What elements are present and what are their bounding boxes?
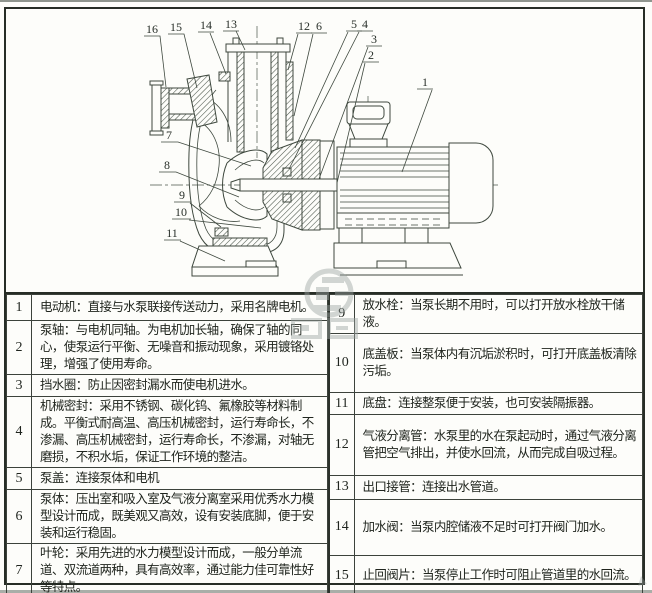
- part-description: 电动机：直接与水泵联接传送动力，采用名牌电机。: [31, 294, 328, 321]
- part-number: 12: [328, 414, 355, 477]
- part-description: 出口接管：连接出水管道。: [353, 475, 643, 500]
- callout-7: 7: [166, 128, 172, 142]
- callout-10: 10: [175, 205, 187, 219]
- callout-11: 11: [166, 226, 178, 240]
- part-description: 底盘：连接整泵便于安装，也可安装隔振器。: [353, 392, 643, 416]
- table-row: 5 泵盖：连接泵体和电机: [6, 467, 328, 490]
- part-number: 4: [6, 396, 32, 468]
- part-description: 放水栓：当泵长期不用时，可以打开放水栓放干储液。: [353, 293, 643, 335]
- parts-table-left: 1 电动机：直接与水泵联接传送动力，采用名牌电机。 2 泵轴：与电机同轴。为电机…: [6, 294, 328, 593]
- table-row: 7 叶轮：采用先进的水力模型设计而成，一般分单流道、双流道两种，具有高效率，通过…: [6, 543, 328, 593]
- table-row: 6 泵体：压出室和吸入室及气液分离室采用优秀水力模型设计而成，既美观又高效，设有…: [6, 489, 328, 544]
- motor-drawing: [333, 101, 494, 276]
- part-number: 2: [6, 320, 32, 375]
- part-description: 气液分离管：水泵里的水在泵起动时，通过气液分离管把空气排出，并使水回流，从而完成…: [353, 414, 643, 477]
- part-description: 加水阀：当泵内腔储液不足时可打开阀门加水。: [353, 498, 643, 557]
- discharge-pipe-drawing: [218, 37, 294, 153]
- table-row: 11 底盘：连接整泵便于安装，也可安装隔振器。: [328, 392, 643, 416]
- table-row: 1 电动机：直接与水泵联接传送动力，采用名牌电机。: [6, 294, 328, 321]
- callout-2: 2: [368, 48, 374, 62]
- part-description: 泵体：压出室和吸入室及气液分离室采用优秀水力模型设计而成，既美观又高效，设有安装…: [31, 489, 328, 544]
- callout-4: 4: [362, 17, 368, 31]
- part-number: 1: [6, 294, 32, 321]
- part-number: 10: [328, 333, 355, 394]
- part-description: 叶轮：采用先进的水力模型设计而成，一般分单流道、双流道两种，具有高效率，通过能力…: [31, 543, 328, 593]
- part-number: 15: [328, 555, 355, 593]
- table-row: 3 挡水圈：防止因密封漏水而使电机进水。: [6, 374, 328, 397]
- inlet-pipe-drawing: [149, 74, 218, 136]
- pump-base-drawing: [191, 245, 279, 277]
- part-description: 止回阀片：当泵停止工作时可阻止管道里的水回流。: [353, 555, 643, 593]
- callout-1: 1: [422, 75, 428, 89]
- page-frame: 1 2 3 4 5 6 7 8 9 10 11 12 13 14 15 16: [4, 7, 645, 593]
- part-number: 11: [328, 392, 355, 416]
- part-number: 5: [6, 467, 32, 490]
- table-row: 15 止回阀片：当泵停止工作时可阻止管道里的水回流。: [328, 555, 643, 593]
- part-description: 底盖板：当泵体内有沉垢淤积时，可打开底盖板清除污垢。: [353, 333, 643, 394]
- callout-labels: 1 2 3 4 5 6 7 8 9 10 11 12 13 14 15 16: [146, 17, 428, 240]
- callout-15: 15: [170, 20, 182, 34]
- part-description: 挡水圈：防止因密封漏水而使电机进水。: [31, 374, 328, 397]
- part-number: 14: [328, 498, 355, 557]
- callout-16: 16: [146, 22, 158, 36]
- callout-8: 8: [164, 158, 170, 172]
- callout-12: 12: [298, 19, 310, 33]
- part-description: 机械密封：采用不锈钢、碳化钨、氟橡胶等材料制成。平衡式耐高温、高压机械密封，运行…: [31, 396, 328, 468]
- scan-edge-top: [0, 0, 652, 2]
- table-row: 14 加水阀：当泵内腔储液不足时可打开阀门加水。: [328, 498, 643, 557]
- part-number: 13: [328, 475, 355, 500]
- part-description: 泵盖：连接泵体和电机: [31, 467, 328, 490]
- callout-9: 9: [179, 188, 185, 202]
- part-number: 6: [6, 489, 32, 544]
- part-description: 泵轴：与电机同轴。为电机加长轴，确保了轴的同心，使泵运行平衡、无噪音和振动现象，…: [31, 320, 328, 375]
- table-row: 2 泵轴：与电机同轴。为电机加长轴，确保了轴的同心，使泵运行平衡、无噪音和振动现…: [6, 320, 328, 375]
- parts-table-right: 9 放水栓：当泵长期不用时，可以打开放水栓放干储液。 10 底盖板：当泵体内有沉…: [328, 293, 643, 593]
- diagram-area: 1 2 3 4 5 6 7 8 9 10 11 12 13 14 15 16: [6, 9, 643, 294]
- table-row: 10 底盖板：当泵体内有沉垢淤积时，可打开底盖板清除污垢。: [328, 333, 643, 394]
- table-row: 13 出口接管：连接出水管道。: [328, 475, 643, 500]
- callout-13: 13: [225, 17, 237, 31]
- part-number: 7: [6, 543, 32, 593]
- callout-14: 14: [200, 18, 212, 32]
- table-row: 4 机械密封：采用不锈钢、碳化钨、氟橡胶等材料制成。平衡式耐高温、高压机械密封，…: [6, 396, 328, 468]
- parts-table-area: 1 电动机：直接与水泵联接传送动力，采用名牌电机。 2 泵轴：与电机同轴。为电机…: [6, 293, 643, 593]
- callout-6: 6: [316, 19, 322, 33]
- table-row: 9 放水栓：当泵长期不用时，可以打开放水栓放干储液。: [328, 293, 643, 335]
- callout-5: 5: [351, 17, 357, 31]
- pump-cross-section-diagram: 1 2 3 4 5 6 7 8 9 10 11 12 13 14 15 16: [144, 17, 500, 277]
- part-number: 9: [328, 293, 355, 335]
- part-number: 3: [6, 374, 32, 397]
- pump-casing-drawing: [188, 82, 285, 254]
- callout-leader-lines: [144, 30, 433, 262]
- callout-3: 3: [371, 32, 377, 46]
- table-row: 12 气液分离管：水泵里的水在泵起动时，通过气液分离管把空气排出，并使水回流，从…: [328, 414, 643, 477]
